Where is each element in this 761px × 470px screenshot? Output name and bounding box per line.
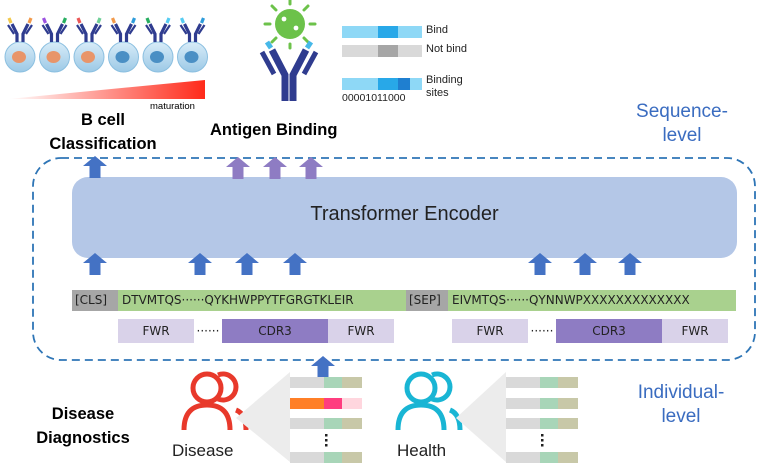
antibody-icon (7, 17, 33, 42)
person-group-icon (395, 371, 463, 431)
repertoire-sequence (290, 418, 362, 429)
dashed-container (32, 157, 756, 361)
antibody-icon (145, 17, 171, 42)
fwr-region (662, 319, 728, 343)
legend-bind-label: Bind (426, 24, 449, 36)
b-cell-icon (39, 17, 70, 73)
repertoire-sequence (506, 377, 578, 388)
antibody-icon (259, 40, 319, 101)
b-cell-icon (177, 17, 208, 73)
b-cell-icon (108, 17, 139, 73)
fwr-label: FWR (476, 324, 504, 338)
fwr-region (452, 319, 528, 343)
arrows (83, 156, 642, 378)
up-arrow (83, 253, 107, 275)
task-disease-diagnostics: Disease Diagnostics (36, 405, 130, 447)
up-arrow (263, 157, 287, 179)
up-arrow (283, 253, 307, 275)
projection-shadow (236, 372, 290, 462)
light-chain-sequence (448, 290, 736, 311)
up-arrow (573, 253, 597, 275)
b-cell-row (4, 17, 208, 73)
repertoire-sequence (290, 377, 362, 388)
task-antigen-binding: Antigen Binding (210, 121, 338, 139)
up-arrow (188, 253, 212, 275)
up-arrow (235, 253, 259, 275)
fwr-label: FWR (142, 324, 170, 338)
legend-notbind-label: Not bind (426, 43, 467, 55)
b-cell-icon (4, 17, 36, 73)
virus-icon (263, 0, 317, 50)
up-arrow (299, 157, 323, 179)
repertoire-sequence (506, 452, 578, 463)
fwr-region (328, 319, 394, 343)
legend-binding-sites-bar (342, 78, 422, 90)
antibody-icon (76, 17, 102, 42)
repertoire-sequence (290, 452, 362, 463)
sep-token-label: [SEP] (409, 293, 441, 307)
light-chain-label: EIVMTQS······QYNNWPXXXXXXXXXXXXX (452, 293, 690, 307)
cdr3-region (222, 319, 328, 343)
region-dots: ······ (530, 324, 554, 338)
repertoire-sequence (506, 398, 578, 409)
legend-binding-code: 00001011000 (342, 92, 406, 104)
antibody-icon (179, 17, 206, 42)
b-cell-icon (142, 17, 174, 73)
fwr-region (118, 319, 194, 343)
cls-token-label: [CLS] (75, 293, 108, 307)
transformer-encoder-box (72, 177, 737, 258)
up-arrow (226, 157, 250, 179)
antibody-icon (110, 17, 137, 42)
maturation-label: maturation (150, 101, 195, 112)
up-arrow (311, 356, 335, 378)
health-label: Health (397, 441, 447, 460)
fwr-label: FWR (347, 324, 375, 338)
up-arrow (83, 156, 107, 178)
cdr3-region (556, 319, 662, 343)
repertoire-lists (290, 377, 578, 463)
legend-notbind-bar (342, 45, 422, 57)
cls-token (72, 290, 118, 311)
b-cell-icon (73, 17, 105, 73)
person-group-icon (181, 371, 249, 431)
up-arrow (618, 253, 642, 275)
cdr3-label: CDR3 (258, 324, 292, 338)
legend-binding-sites-label: Binding sites (426, 74, 463, 99)
sep-token (406, 290, 448, 311)
fwr-label: FWR (681, 324, 709, 338)
disease-label: Disease (172, 441, 234, 460)
task-bcell-classification: B cell Classification (49, 111, 157, 153)
individual-level-label: Individual- level (637, 382, 725, 427)
sequence-level-label: Sequence- level (636, 101, 728, 146)
projection-shadow (456, 372, 506, 462)
up-arrow (528, 253, 552, 275)
ellipsis-icon (541, 434, 544, 447)
repertoire-sequence (290, 398, 362, 409)
transformer-encoder-label: Transformer Encoder (310, 203, 499, 225)
heavy-chain-sequence (118, 290, 406, 311)
heavy-chain-label: DTVMTQS······QYKHWPPYTFGRGTKLEIR (122, 293, 354, 307)
legend-bind-bar (342, 26, 422, 38)
antibody-icon (41, 17, 68, 42)
cdr3-label: CDR3 (592, 324, 626, 338)
region-dots: ······ (196, 324, 220, 338)
repertoire-sequence (506, 418, 578, 429)
ellipsis-icon (325, 434, 328, 447)
maturation-wedge (8, 80, 205, 99)
